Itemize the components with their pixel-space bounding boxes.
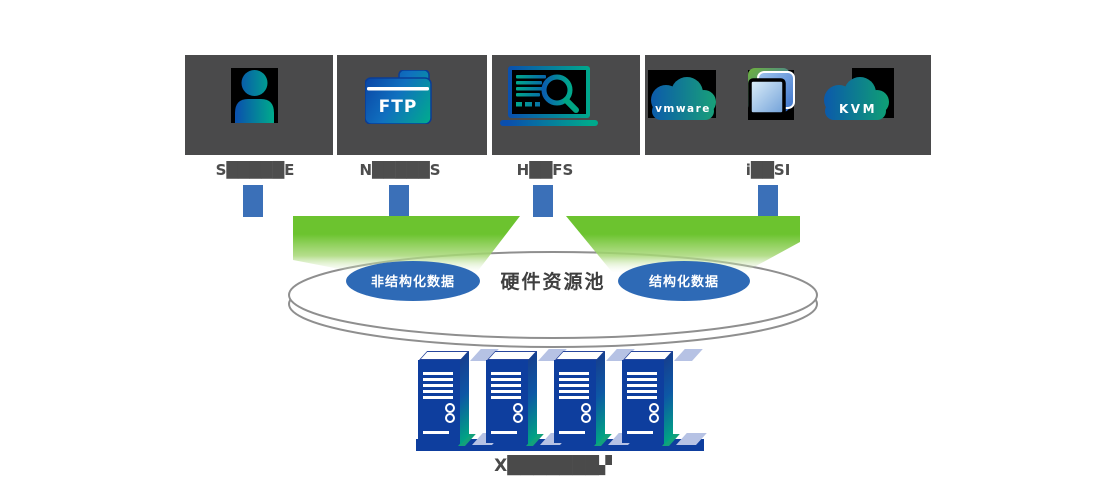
server-detail-line [423, 372, 453, 375]
funnel-right [566, 216, 800, 272]
server-detail-line [627, 384, 657, 387]
structured-data-label: 结构化数据 [649, 274, 719, 290]
monitor-search-icon [500, 66, 598, 126]
server-detail-line [491, 372, 521, 375]
server-port [581, 403, 591, 413]
server-detail-line [627, 396, 657, 399]
server-detail-line [559, 431, 585, 434]
server-detail-line [423, 390, 453, 393]
ftp-label: FTP [379, 97, 418, 117]
server-tower-side [664, 351, 673, 445]
server-detail-line [491, 396, 521, 399]
ftp-folder-icon: FTP [365, 70, 432, 124]
server-detail-line [559, 372, 589, 375]
server-port [513, 413, 523, 423]
server-detail-line [627, 431, 653, 434]
server-detail-line [423, 396, 453, 399]
server-tower-side [460, 351, 469, 445]
server-tower [622, 360, 664, 443]
connector-3 [533, 185, 553, 217]
server-tower [418, 360, 460, 443]
server-port [513, 403, 523, 413]
server-rack-label: X███████▞ [494, 456, 612, 476]
pool-title: 硬件资源池 [500, 270, 605, 293]
server-detail-line [559, 390, 589, 393]
server-port [445, 413, 455, 423]
server-detail-line [559, 396, 589, 399]
hardware-pool-group: 非结构化数据 结构化数据 硬件资源池 [288, 216, 818, 348]
server-detail-line [423, 384, 453, 387]
server-detail-line [491, 384, 521, 387]
server-detail-line [423, 378, 453, 381]
server-port [581, 413, 591, 423]
server-port [445, 403, 455, 413]
server-tower-side [596, 351, 605, 445]
server-detail-line [491, 431, 517, 434]
kvm-label: KVM [839, 102, 877, 116]
funnel-left [293, 216, 520, 272]
unstructured-data-ellipse [346, 261, 480, 301]
server-detail-line [559, 384, 589, 387]
kvm-cloud-icon: KVM [824, 77, 889, 120]
server-port [649, 413, 659, 423]
magnifier-icon [541, 74, 573, 106]
server-port [649, 403, 659, 413]
vmware-cloud-icon: vmware [651, 77, 716, 120]
protocol-label-4: i██SI [745, 161, 791, 179]
virtualization-icon [748, 68, 795, 116]
server-detail-line [627, 390, 657, 393]
protocol-label-2: N█████S [359, 161, 441, 179]
protocol-label-1: S█████E [215, 161, 295, 179]
unstructured-data-label: 非结构化数据 [371, 274, 455, 290]
server-detail-line [423, 431, 449, 434]
structured-data-ellipse [618, 261, 750, 301]
connector-2 [389, 185, 409, 217]
server-tower [554, 360, 596, 443]
connector-4 [758, 185, 778, 217]
user-icon [235, 70, 274, 123]
vmware-label: vmware [655, 103, 711, 115]
connector-1 [243, 185, 263, 217]
server-tower-side [528, 351, 537, 445]
server-detail-line [627, 372, 657, 375]
protocol-label-3: H██FS [516, 161, 574, 179]
server-detail-line [491, 390, 521, 393]
server-detail-line [491, 378, 521, 381]
server-detail-line [627, 378, 657, 381]
user-icon-patch [231, 68, 278, 123]
server-tower [486, 360, 528, 443]
server-detail-line [559, 378, 589, 381]
